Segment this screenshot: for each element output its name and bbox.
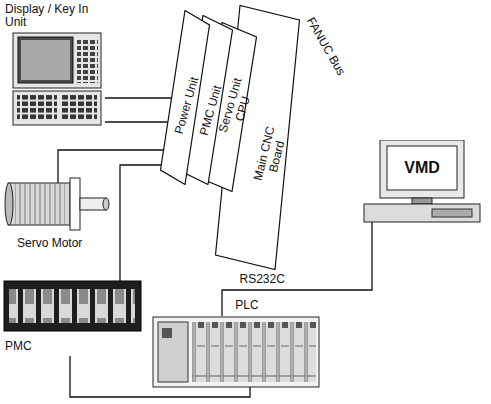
wire-line — [105, 97, 171, 98]
node-label: VMD — [389, 159, 455, 177]
wire-line — [120, 165, 179, 281]
node-label: PLC — [217, 299, 277, 312]
node-label: Servo Motor — [17, 237, 112, 250]
wire-connector — [120, 165, 179, 281]
node-label: PMC — [5, 340, 65, 353]
vmd-computer: VMD — [362, 140, 484, 224]
edge-label: RS232C — [238, 273, 287, 286]
power-unit-card: Power Unit — [160, 10, 210, 185]
node-label: Display / Key In Unit — [5, 3, 100, 29]
servo-motor: Servo Motor — [3, 175, 113, 260]
pmc-unit: PMC — [3, 280, 143, 356]
wire-connector — [105, 98, 171, 99]
plc-rack: PLC — [152, 298, 322, 388]
display-key-in-unit: Display / Key In Unit — [5, 3, 105, 128]
bus-label: FANUC Bus — [300, 9, 351, 84]
illustration — [362, 140, 484, 224]
